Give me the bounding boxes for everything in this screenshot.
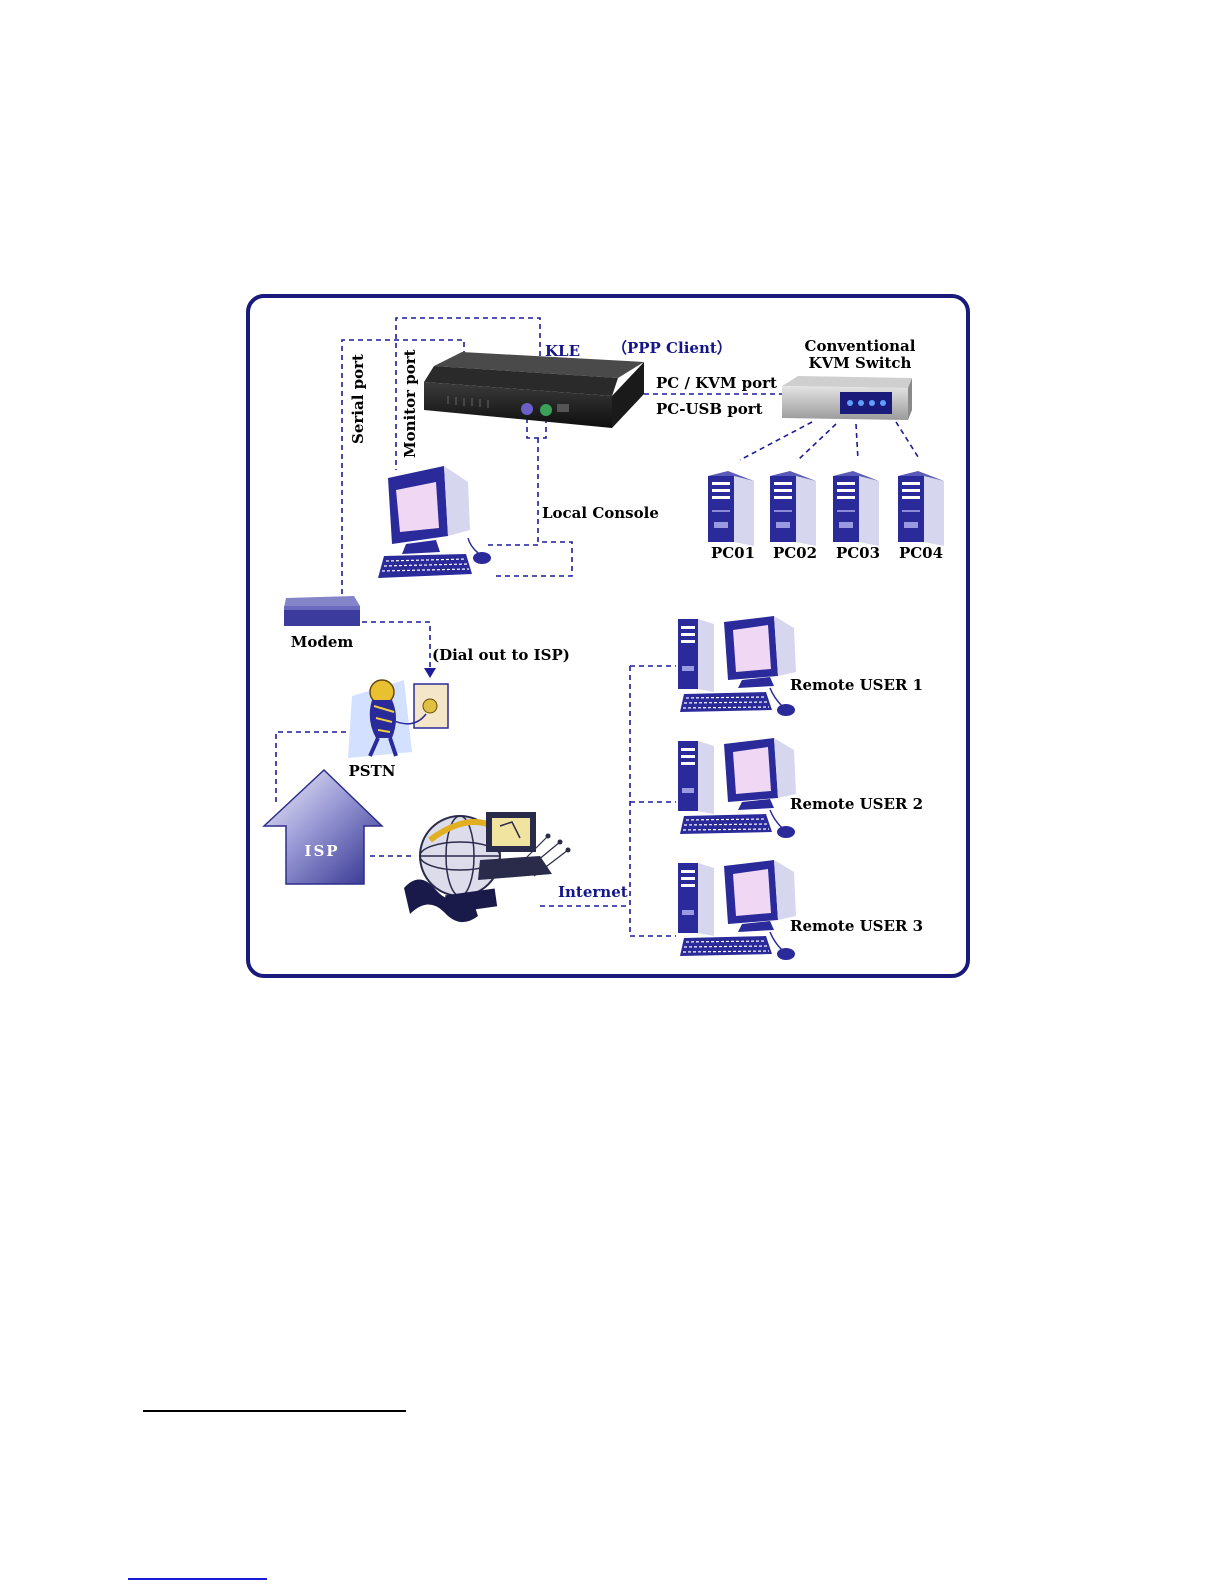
dial-out-label: (Dial out to ISP) bbox=[432, 646, 570, 664]
remote-user-1-label: Remote USER 1 bbox=[790, 676, 923, 694]
monitor-port-label: Monitor port bbox=[401, 349, 419, 458]
pc02-label: PC02 bbox=[773, 544, 817, 562]
local-console-label: Local Console bbox=[542, 504, 659, 522]
footer-link-underline[interactable] bbox=[128, 1578, 267, 1580]
kle-title: KLE bbox=[545, 342, 580, 360]
kle-subtitle: （PPP Client） bbox=[612, 339, 732, 357]
pc-usb-port-label: PC-USB port bbox=[656, 400, 763, 418]
footnote-separator bbox=[143, 1410, 406, 1412]
serial-port-label: Serial port bbox=[349, 354, 367, 444]
kvm-switch-icon bbox=[782, 376, 912, 420]
pc01-label: PC01 bbox=[711, 544, 755, 562]
workstation-icon bbox=[678, 616, 796, 960]
switch-label-line2: KVM Switch bbox=[809, 354, 912, 372]
internet-label: Internet bbox=[558, 883, 628, 901]
pc03-label: PC03 bbox=[836, 544, 880, 562]
modem-icon bbox=[284, 596, 360, 626]
remote-user-2-label: Remote USER 2 bbox=[790, 795, 923, 813]
modem-label: Modem bbox=[291, 633, 354, 651]
switch-label-line1: Conventional bbox=[805, 337, 916, 355]
pc-kvm-port-label: PC / KVM port bbox=[656, 374, 777, 392]
remote-user-3-label: Remote USER 3 bbox=[790, 917, 923, 935]
pc04-label: PC04 bbox=[899, 544, 943, 562]
isp-label: ISP bbox=[304, 842, 339, 860]
pstn-label: PSTN bbox=[349, 762, 396, 780]
